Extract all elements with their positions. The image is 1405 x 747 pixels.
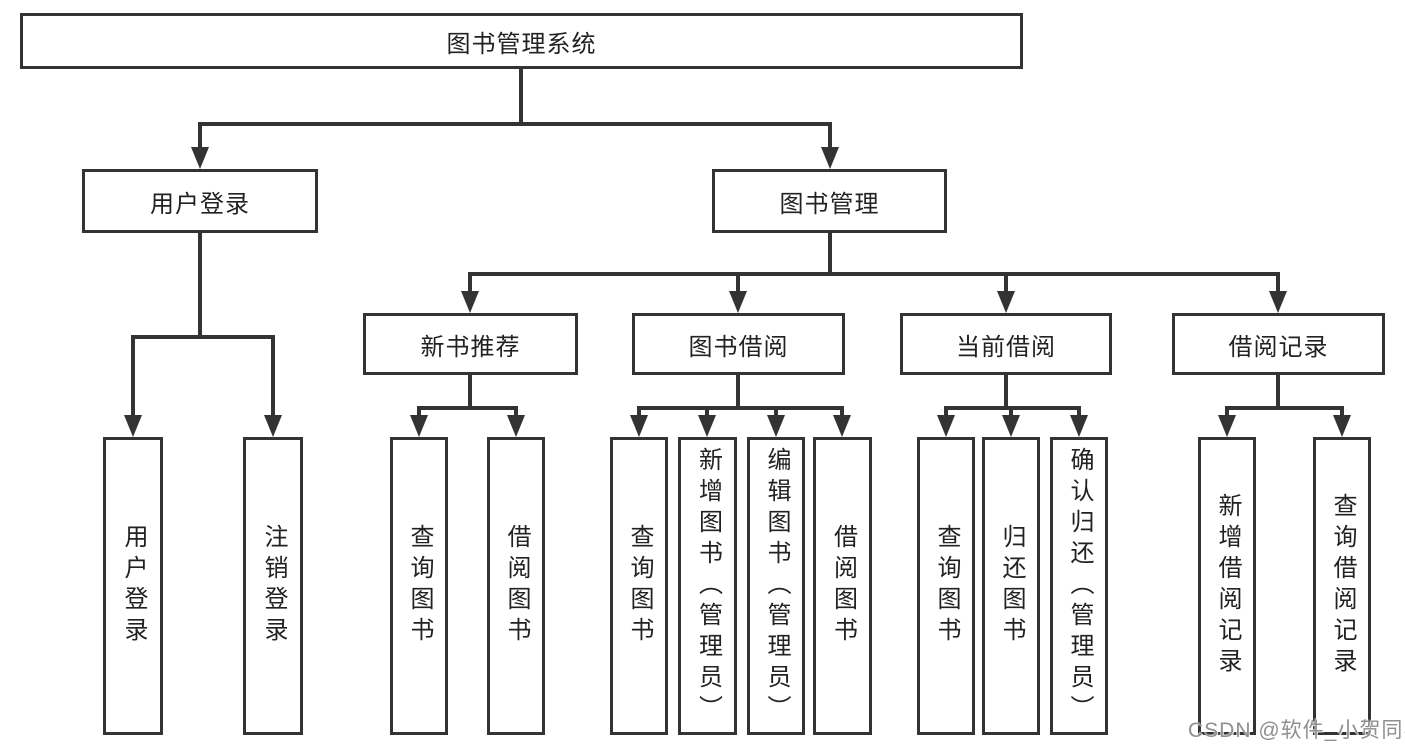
- connector-line: [637, 406, 844, 410]
- leaf-confirm-return-admin-label: 确认归还（管理员）: [1066, 446, 1093, 726]
- connector-arrowhead: [630, 415, 648, 437]
- leaf-edit-books-admin: 编辑图书（管理员）: [747, 437, 805, 735]
- leaf-add-borrow-record-label: 新增借阅记录: [1214, 493, 1241, 679]
- connector-line: [468, 272, 1280, 276]
- leaf-query-books-borrow-label: 查询图书: [626, 524, 653, 648]
- leaf-logout: 注销登录: [243, 437, 303, 735]
- leaf-add-borrow-record: 新增借阅记录: [1198, 437, 1256, 735]
- connector-arrowhead: [1070, 415, 1088, 437]
- connector-line: [1004, 272, 1008, 296]
- connector-arrowhead: [833, 415, 851, 437]
- leaf-borrow-books-label: 借阅图书: [829, 524, 857, 648]
- connector-arrowhead: [1269, 291, 1287, 313]
- leaf-query-books-recommend-label: 查询图书: [406, 524, 433, 648]
- leaf-add-books-admin: 新增图书（管理员）: [678, 437, 737, 735]
- node-current-borrow-label: 当前借阅: [956, 333, 1056, 361]
- connector-line: [637, 406, 641, 418]
- node-book-borrow-label: 图书借阅: [688, 333, 789, 361]
- leaf-query-books-current-label: 查询图书: [933, 524, 960, 648]
- connector-line: [736, 375, 740, 410]
- leaf-query-books-borrow: 查询图书: [610, 437, 668, 735]
- connector-line: [198, 233, 202, 339]
- csdn-watermark: CSDN @软件_小贺同学: [1188, 719, 1405, 742]
- leaf-query-books-recommend: 查询图书: [390, 437, 448, 735]
- leaf-add-books-admin-label: 新增图书（管理员）: [694, 446, 722, 726]
- leaf-query-borrow-record-label: 查询借阅记录: [1329, 493, 1356, 679]
- connector-arrowhead: [767, 415, 785, 437]
- connector-line: [1225, 406, 1344, 410]
- leaf-edit-books-admin-label: 编辑图书（管理员）: [763, 446, 790, 726]
- leaf-return-books-label: 归还图书: [998, 524, 1025, 648]
- node-user-login: 用户登录: [82, 169, 318, 233]
- leaf-user-login: 用户登录: [103, 437, 163, 735]
- connector-line: [271, 335, 275, 419]
- connector-arrowhead: [410, 415, 428, 437]
- leaf-confirm-return-admin: 确认归还（管理员）: [1050, 437, 1108, 735]
- connector-line: [840, 406, 844, 418]
- connector-line: [705, 406, 709, 418]
- connector-line: [828, 122, 832, 150]
- node-root-label: 图书管理系统: [446, 30, 597, 58]
- connector-line: [1276, 272, 1280, 296]
- node-book-management-label: 图书管理: [779, 190, 880, 218]
- connector-line: [1276, 375, 1280, 410]
- leaf-borrow-books-recommend-label: 借阅图书: [503, 524, 530, 648]
- connector-arrowhead: [821, 147, 839, 169]
- connector-line: [1004, 375, 1008, 410]
- node-book-borrow: 图书借阅: [632, 313, 845, 375]
- leaf-logout-label: 注销登录: [260, 524, 287, 648]
- node-new-book-recommend: 新书推荐: [363, 313, 578, 375]
- leaf-return-books: 归还图书: [982, 437, 1040, 735]
- connector-line: [198, 122, 202, 150]
- connector-arrowhead: [264, 415, 282, 437]
- leaf-borrow-books: 借阅图书: [813, 437, 872, 735]
- connector-arrowhead: [191, 147, 209, 169]
- node-user-login-label: 用户登录: [150, 190, 250, 218]
- connector-line: [944, 406, 948, 418]
- leaf-borrow-books-recommend: 借阅图书: [487, 437, 545, 735]
- connector-arrowhead: [729, 291, 747, 313]
- node-borrow-record-label: 借阅记录: [1228, 333, 1329, 361]
- connector-arrowhead: [1333, 415, 1351, 437]
- connector-line: [736, 272, 740, 296]
- connector-line: [417, 406, 518, 410]
- connector-line: [198, 122, 832, 126]
- leaf-query-books-current: 查询图书: [917, 437, 975, 735]
- connector-line: [131, 335, 275, 339]
- connector-line: [774, 406, 778, 418]
- connector-arrowhead: [698, 415, 716, 437]
- leaf-query-borrow-record: 查询借阅记录: [1313, 437, 1371, 735]
- connector-arrowhead: [507, 415, 525, 437]
- connector-line: [1225, 406, 1229, 418]
- connector-arrowhead: [1218, 415, 1236, 437]
- connector-line: [468, 375, 472, 410]
- connector-line: [828, 233, 832, 276]
- connector-line: [519, 68, 523, 126]
- connector-line: [1340, 406, 1344, 418]
- connector-line: [131, 335, 135, 419]
- connector-arrowhead: [937, 415, 955, 437]
- node-borrow-record: 借阅记录: [1172, 313, 1385, 375]
- node-new-book-recommend-label: 新书推荐: [420, 333, 521, 361]
- connector-arrowhead: [124, 415, 142, 437]
- connector-line: [514, 406, 518, 418]
- connector-arrowhead: [997, 291, 1015, 313]
- connector-arrowhead: [461, 291, 479, 313]
- connector-line: [417, 406, 421, 418]
- node-book-management: 图书管理: [712, 169, 947, 233]
- node-current-borrow: 当前借阅: [900, 313, 1112, 375]
- connector-arrowhead: [1002, 415, 1020, 437]
- connector-line: [468, 272, 472, 296]
- connector-line: [1009, 406, 1013, 418]
- leaf-user-login-label: 用户登录: [120, 524, 147, 648]
- connector-line: [1077, 406, 1081, 418]
- node-root: 图书管理系统: [20, 13, 1023, 69]
